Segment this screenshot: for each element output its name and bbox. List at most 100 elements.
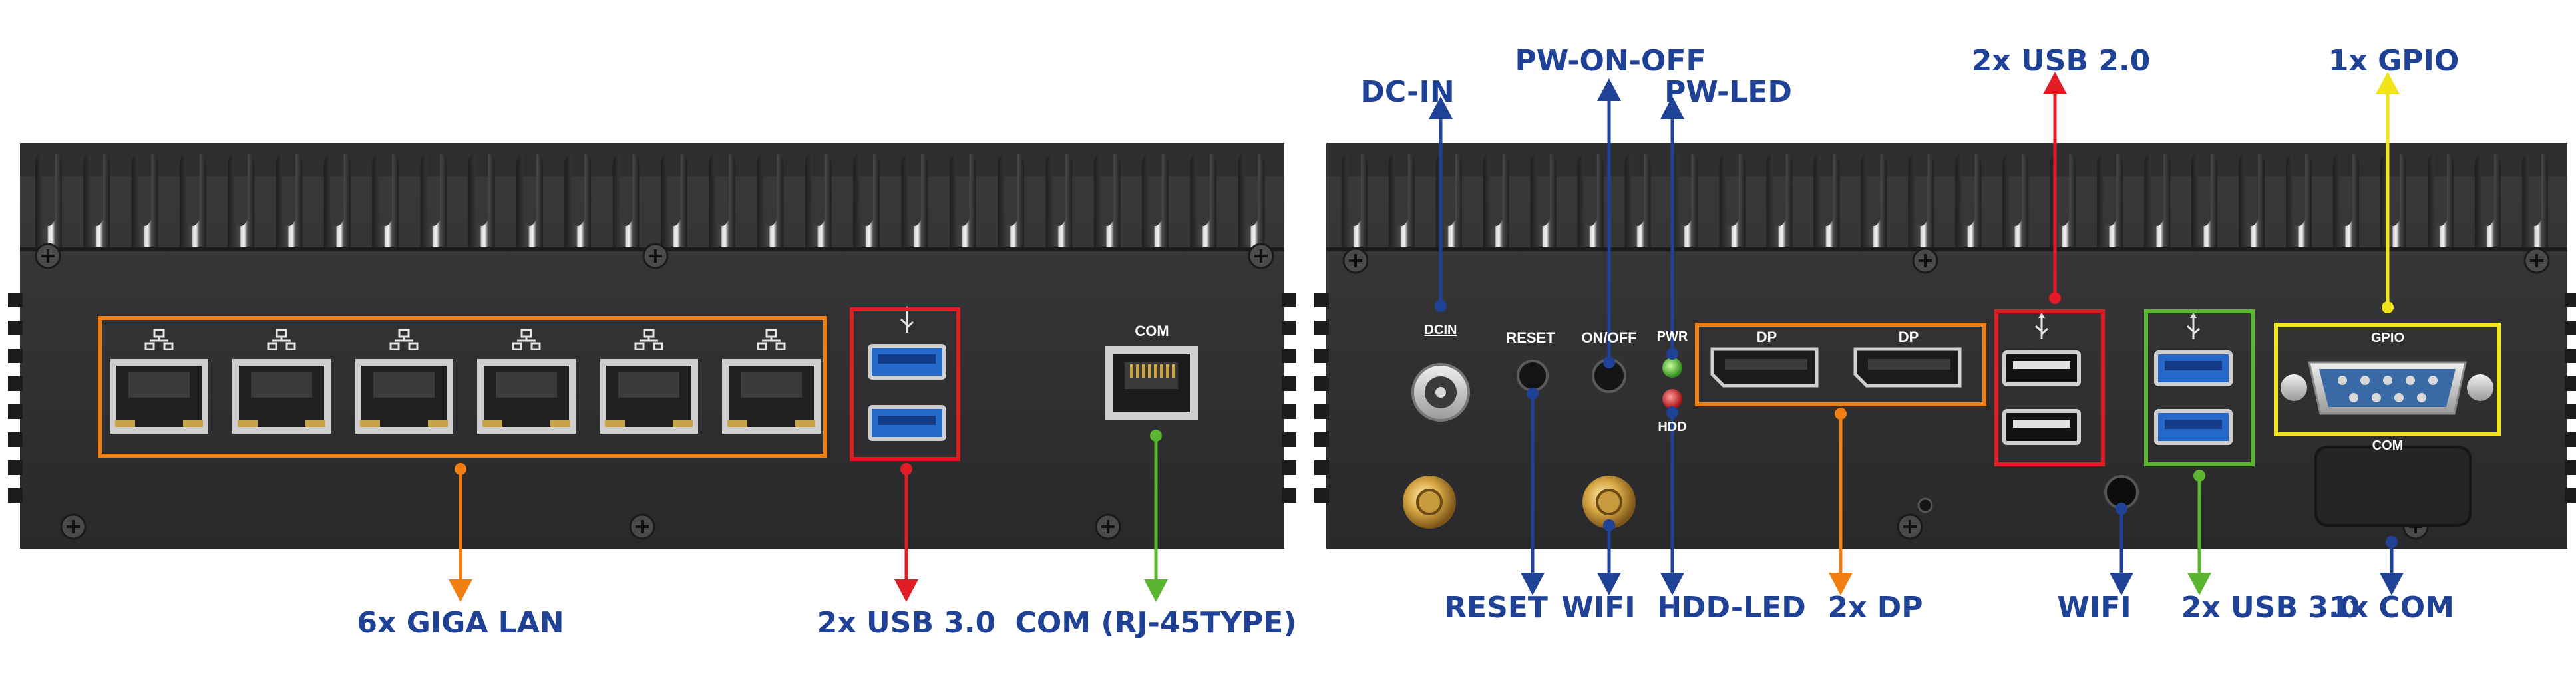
usb-icon [2187,313,2200,339]
lan-port [232,329,331,434]
lan-port [722,329,821,434]
callout-arrow [894,463,918,602]
dp2-panel-label: DP [1898,329,1919,345]
heatsink-fin [661,154,687,247]
callout-com-rj45: COM (RJ-45TYPE) [1015,606,1297,640]
heatsink-fin [1483,154,1509,247]
heatsink-fin [276,154,303,247]
callout-arrow [1829,408,1853,595]
heatsink-fin [1766,154,1793,247]
callout-6x-giga-lan: 6x GIGA LAN [357,606,564,640]
lan-ports [110,329,821,434]
screw-icon [1248,243,1274,269]
screw-icon [629,513,655,540]
heatsink-fin [35,154,62,247]
heatsink-fin [805,154,832,247]
right-usb30-ports [2154,313,2233,445]
callout-1x-gpio: 1x GPIO [2328,44,2460,78]
left-side-fins [8,293,1296,503]
heatsink-fin [179,154,206,247]
callout-arrow [1597,78,1621,368]
heatsink-fin [1045,154,1073,247]
pwr-panel-label: PWR [1656,329,1688,344]
callout-arrow [2376,72,2400,313]
network-icon [267,329,296,350]
antenna-connector-icon [1582,476,1636,529]
callout-arrow [1429,96,1453,312]
callout-arrow [1660,96,1684,360]
network-icon [144,329,174,350]
heatsink-fin [2427,154,2454,247]
heatsink-fin [901,154,928,247]
callout-arrow [2380,536,2404,595]
callout-arrow [1521,388,1545,595]
heatsink-fin [2474,154,2501,247]
heatsink-fin [998,154,1024,247]
left-usb30-ports [868,306,946,441]
heatsink-fin [1093,154,1121,247]
heatsink-fin [1908,154,1934,247]
callout-reset: RESET [1444,591,1548,625]
heatsink-fin [1577,154,1604,247]
left-com-rj45-port [1105,346,1198,420]
heatsink-fin [1190,154,1217,247]
right-side-fins [1314,293,2576,503]
com-cover-plate [2314,446,2472,527]
heatsink-fin [1624,154,1651,247]
usb20-ports [2002,313,2081,445]
screw-icon [60,513,87,540]
heatsink-fin [2097,154,2123,247]
callout-arrow [1144,430,1168,602]
heatsink-fin [757,154,784,247]
heatsink-fin [420,154,447,247]
heatsink-fin [1955,154,1982,247]
heatsink-fin [2239,154,2265,247]
callout-dc-in: DC-IN [1360,75,1455,109]
callout-2x-dp: 2x DP [1827,591,1923,625]
heatsink-fin [1861,154,1887,247]
right-usb30-highlight-box [2144,309,2255,466]
screw-icon [2523,247,2550,274]
screw-icon [1342,247,1369,274]
callout-left-2x-usb30: 2x USB 3.0 [817,606,996,640]
heatsink-fin [1530,154,1557,247]
callout-2x-usb20: 2x USB 2.0 [1971,44,2151,78]
heatsink-fin [2521,154,2548,247]
callout-pw-led: PW-LED [1664,75,1792,109]
dp-highlight-box [1695,323,1986,406]
callout-arrow [449,463,472,602]
heatsink-fin [1142,154,1169,247]
heatsink-fin [131,154,158,247]
lan-highlight-box [98,316,827,458]
heatsink-fin [228,154,255,247]
dp-ports [1710,347,1962,388]
heatsink-fin [709,154,736,247]
network-icon [512,329,541,350]
heatsink-fin [853,154,880,247]
hdd-led [1662,389,1682,409]
reset-button [1517,360,1549,392]
heatsink-fin [2332,154,2359,247]
heatsink-fin [2002,154,2029,247]
usb-icon [2035,313,2048,339]
usb30-highlight-box [850,307,960,461]
heatsink-fin [1719,154,1746,247]
dp1-panel-label: DP [1756,329,1777,345]
heatsink-fin [2191,154,2218,247]
left-com-panel-label: COM [1135,323,1169,339]
callout-arrow [2110,503,2133,595]
callout-arrow [2187,470,2211,595]
callout-wifi-2: WIFI [2057,591,2131,625]
callout-arrow [2043,72,2067,304]
lan-port [600,329,698,434]
heatsink-fin [83,154,110,247]
network-icon [757,329,786,350]
heatsink-fin [949,154,976,247]
screw-icon [1095,513,1121,540]
dcin-jack [1411,363,1470,422]
callout-right-2x-usb30: 2x USB 3.0 [2181,591,2360,625]
callout-pw-on-off: PW-ON-OFF [1515,44,1706,78]
heatsink-fin [2286,154,2312,247]
left-panel [8,143,1296,549]
callout-arrow [1597,519,1621,595]
